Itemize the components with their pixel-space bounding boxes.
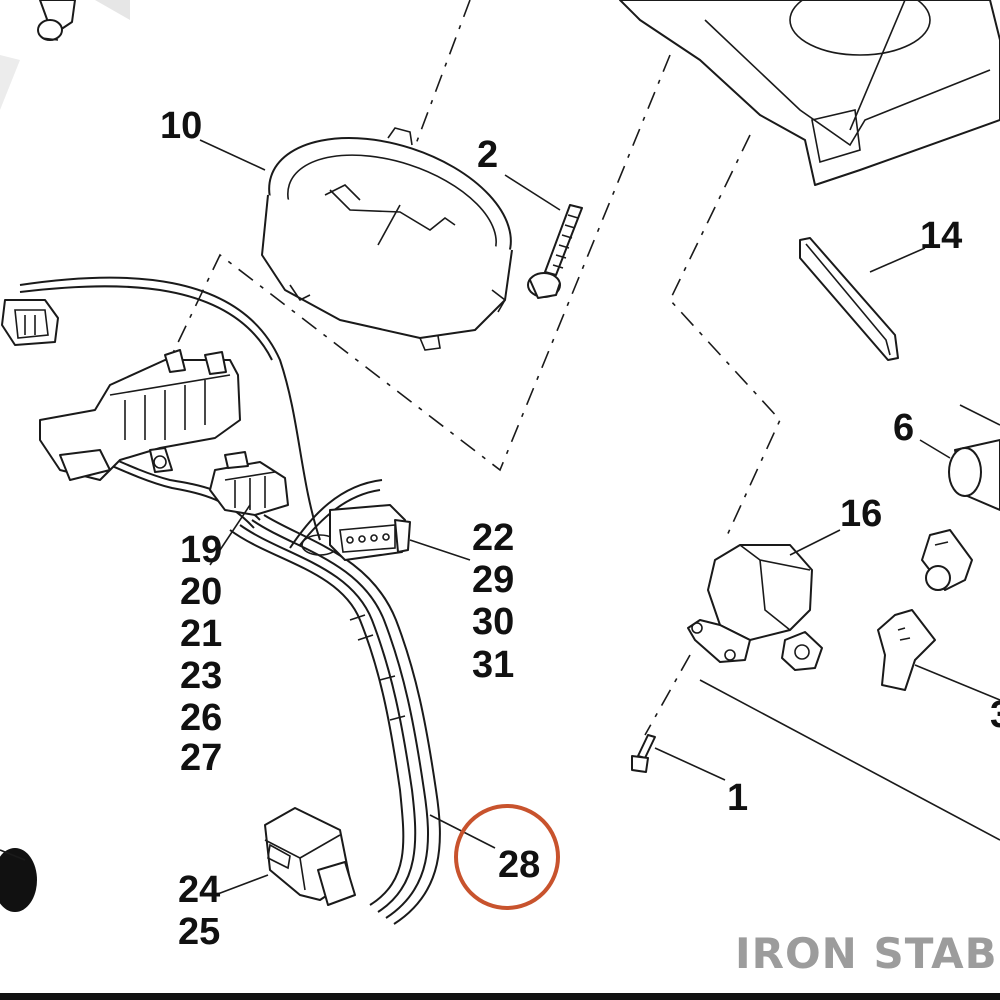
key-parts [877, 529, 1000, 701]
callout-24: 24 [178, 869, 220, 911]
leader-lines [199, 139, 951, 896]
callout-20: 20 [180, 571, 222, 613]
callout-25: 25 [178, 911, 220, 953]
callout-26: 26 [180, 697, 222, 739]
clip-fastener [37, 0, 76, 41]
callout-6: 6 [893, 407, 914, 449]
highlight-circle [454, 804, 560, 910]
callout-19: 19 [180, 529, 222, 571]
watermark-text: IRON STABLE [735, 929, 1000, 978]
callout-21: 21 [180, 613, 222, 655]
callout-16: 16 [840, 493, 882, 535]
connector-cluster [209, 451, 289, 516]
switch-cylinder-part [948, 404, 1000, 511]
corner-decoration [0, 0, 130, 110]
callout-2: 2 [477, 134, 498, 176]
callout-27: 27 [180, 737, 222, 779]
callout-30: 30 [472, 601, 514, 643]
harness-module [39, 349, 241, 481]
callout-28: 28 [498, 844, 540, 886]
callout-22: 22 [472, 517, 514, 559]
callout-23: 23 [180, 655, 222, 697]
ignition-switch-part [687, 544, 823, 671]
small-screw-part [631, 734, 656, 773]
connector-bottom [264, 807, 356, 906]
callout-3: 3 [990, 694, 1000, 736]
strip-part [799, 237, 899, 361]
callout-14: 14 [920, 215, 962, 257]
reference-lines [699, 679, 1000, 841]
assembly-dash-lines [159, 0, 781, 736]
screw-part [527, 204, 583, 299]
trim-ring-part [261, 127, 513, 351]
callout-29: 29 [472, 559, 514, 601]
bottom-border [0, 993, 1000, 1000]
callout-1: 1 [727, 777, 748, 819]
wiring-harness [19, 276, 441, 925]
housing-part [619, 0, 1000, 186]
harness-connector-left [1, 299, 59, 346]
callouts: 10 2 14 6 16 3 1 28 24 25 19 20 21 23 26… [160, 105, 1000, 953]
edge-part [0, 848, 37, 912]
callout-10: 10 [160, 105, 202, 147]
callout-31: 31 [472, 644, 514, 686]
connector-right-harness [329, 504, 411, 561]
